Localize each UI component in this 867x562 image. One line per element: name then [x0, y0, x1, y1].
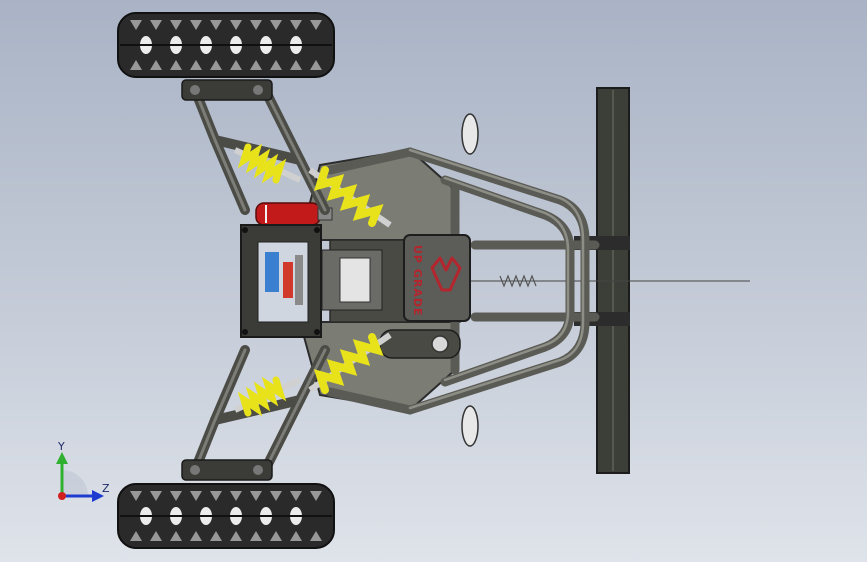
upper-hub: [181, 79, 273, 101]
x-axis-dot: [58, 492, 66, 500]
upper-shock-left: [233, 143, 302, 184]
triad-y-label: Y: [57, 440, 65, 453]
left-grip: [461, 113, 479, 155]
coordinate-triad[interactable]: Y Z: [56, 440, 110, 502]
center-spring: [499, 274, 537, 288]
front-tire-upper: [117, 12, 335, 78]
lower-hub: [181, 459, 273, 481]
front-tire-lower: [117, 483, 335, 549]
lower-shock-left: [233, 376, 302, 417]
triad-z-label: Z: [102, 482, 110, 495]
engine-block: [240, 224, 383, 338]
muffler: [379, 329, 461, 359]
logo-text: UP GRADE: [411, 245, 424, 316]
right-grip: [461, 405, 479, 447]
center-console: UP GRADE: [403, 234, 471, 322]
upper-shock-right: [308, 166, 392, 228]
lower-shock-right: [308, 332, 392, 394]
